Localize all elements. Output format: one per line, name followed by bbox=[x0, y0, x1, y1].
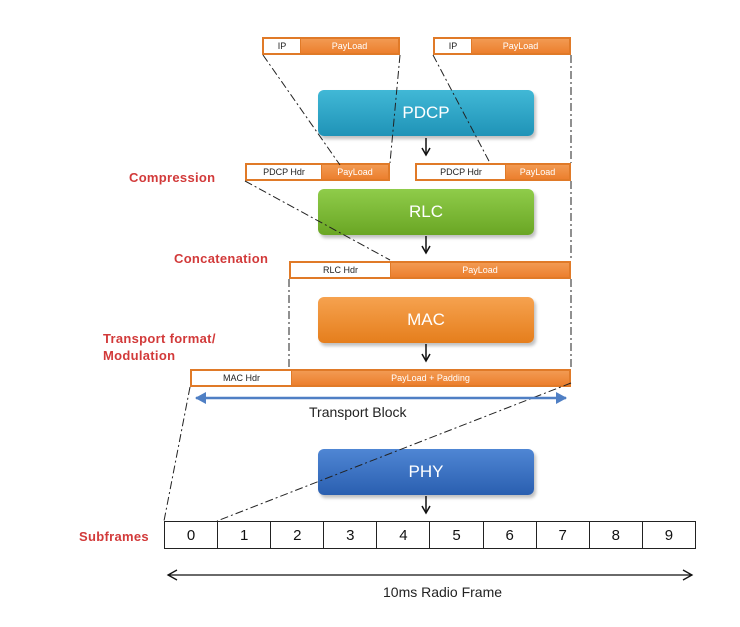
transport-format-label: Transport format/ Modulation bbox=[103, 330, 216, 364]
pdcp-payload: PayLoad bbox=[322, 165, 388, 179]
subframe-cell: 8 bbox=[590, 522, 643, 548]
subframe-cell: 5 bbox=[430, 522, 484, 548]
transport-block-label: Transport Block bbox=[309, 404, 407, 420]
subframe-cell: 0 bbox=[165, 522, 219, 548]
subframe-cell: 7 bbox=[537, 522, 590, 548]
subframe-cell: 6 bbox=[484, 522, 537, 548]
rlc-header: RLC Hdr bbox=[291, 263, 391, 277]
phy-layer-block: PHY bbox=[318, 449, 534, 495]
subframe-cell: 4 bbox=[377, 522, 431, 548]
compression-label: Compression bbox=[129, 170, 216, 185]
concatenation-label: Concatenation bbox=[174, 251, 269, 266]
mac-payload: PayLoad + Padding bbox=[292, 371, 569, 385]
rlc-payload: PayLoad bbox=[391, 263, 569, 277]
subframe-cell: 1 bbox=[218, 522, 272, 548]
subframes-label: Subframes bbox=[79, 529, 149, 544]
rlc-pdu: RLC Hdr PayLoad bbox=[289, 261, 571, 279]
pdcp-header: PDCP Hdr bbox=[417, 165, 506, 179]
guide-line bbox=[163, 386, 191, 522]
radio-frame-label: 10ms Radio Frame bbox=[383, 584, 503, 600]
ip-payload: PayLoad bbox=[472, 39, 569, 53]
ip-header: IP bbox=[435, 39, 472, 53]
transport-format-line1: Transport format/ bbox=[103, 331, 216, 346]
ip-header: IP bbox=[264, 39, 301, 53]
pdcp-payload: PayLoad bbox=[506, 165, 569, 179]
pdcp-pdu-1: PDCP Hdr PayLoad bbox=[245, 163, 390, 181]
mac-layer-block: MAC bbox=[318, 297, 534, 343]
subframe-cell: 3 bbox=[324, 522, 378, 548]
rlc-layer-block: RLC bbox=[318, 189, 534, 235]
subframe-cell: 2 bbox=[271, 522, 325, 548]
pdcp-layer-block: PDCP bbox=[318, 90, 534, 136]
transport-format-line2: Modulation bbox=[103, 348, 176, 363]
mac-header: MAC Hdr bbox=[192, 371, 292, 385]
subframe-cell: 9 bbox=[664, 526, 674, 544]
pdcp-header: PDCP Hdr bbox=[247, 165, 322, 179]
ip-payload: PayLoad bbox=[301, 39, 398, 53]
ip-packet-1: IP PayLoad bbox=[262, 37, 400, 55]
mac-pdu: MAC Hdr PayLoad + Padding bbox=[190, 369, 571, 387]
pdcp-pdu-2: PDCP Hdr PayLoad bbox=[415, 163, 571, 181]
ip-packet-2: IP PayLoad bbox=[433, 37, 571, 55]
